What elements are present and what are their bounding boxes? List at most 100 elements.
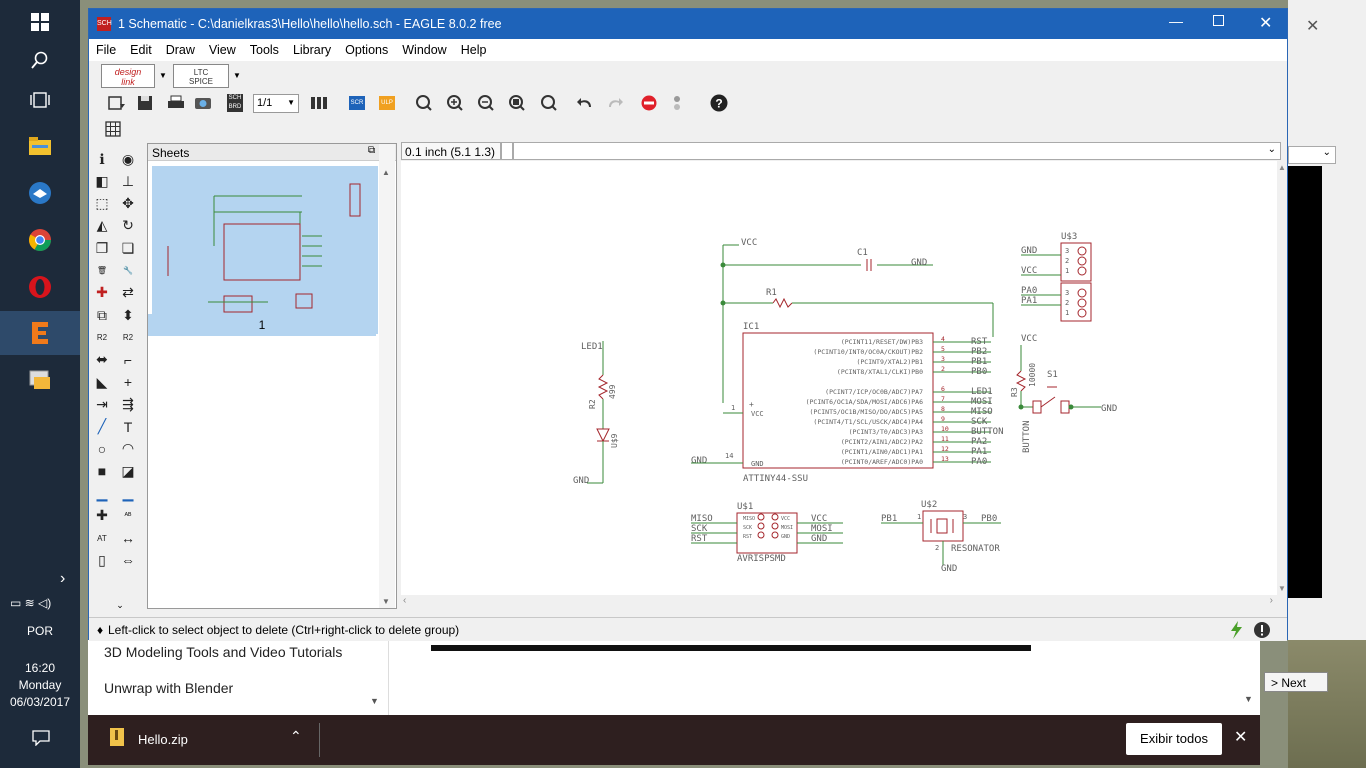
help-icon[interactable]: ? bbox=[707, 91, 731, 115]
junction-icon[interactable]: ✚ bbox=[96, 507, 108, 524]
group-icon[interactable]: ⧉ bbox=[97, 306, 107, 323]
maximize-button[interactable] bbox=[1213, 15, 1224, 26]
chevron-up-icon[interactable]: ⌃ bbox=[290, 728, 302, 744]
change-icon[interactable]: ⬍ bbox=[122, 306, 134, 323]
zoom-select-icon[interactable] bbox=[505, 91, 529, 115]
zoom-fit-icon[interactable] bbox=[412, 91, 436, 115]
bus-icon[interactable]: ▁ bbox=[96, 485, 108, 501]
frame-icon[interactable]: ▯ bbox=[98, 551, 106, 568]
chrome-icon[interactable] bbox=[0, 218, 80, 262]
minimize-button[interactable]: — bbox=[1169, 13, 1183, 29]
canvas-vertical-scrollbar[interactable]: ▲ ▼ bbox=[1278, 163, 1286, 593]
script-icon[interactable]: SCR bbox=[345, 91, 369, 115]
copy-icon[interactable]: ❐ bbox=[95, 239, 109, 256]
delete-icon[interactable]: 🗑 bbox=[96, 266, 108, 275]
cam-processor-icon[interactable] bbox=[191, 91, 215, 115]
background-scrollbar[interactable] bbox=[1322, 166, 1336, 598]
miter-icon[interactable]: ⌐ bbox=[123, 351, 133, 368]
browser-link[interactable]: Unwrap with Blender bbox=[104, 680, 234, 696]
gateswap-icon[interactable]: ⇶ bbox=[122, 395, 134, 412]
erc-icon[interactable]: ⇔ bbox=[121, 552, 135, 569]
redo-icon[interactable] bbox=[603, 91, 627, 115]
opera-icon[interactable] bbox=[0, 265, 80, 309]
pinswap-icon[interactable]: ⇥ bbox=[96, 395, 108, 412]
command-history-button[interactable] bbox=[501, 142, 513, 160]
chevron-down-icon[interactable]: ⌄ bbox=[1288, 146, 1336, 164]
canvas-horizontal-scrollbar[interactable]: ‹ › bbox=[403, 595, 1273, 606]
optimize-icon[interactable]: + bbox=[123, 374, 133, 390]
menu-view[interactable]: View bbox=[208, 43, 236, 57]
scroll-down-icon[interactable]: ▼ bbox=[370, 696, 379, 706]
notifications-icon[interactable] bbox=[32, 730, 50, 749]
eagle-icon[interactable] bbox=[0, 311, 80, 355]
mark-icon[interactable]: ⊥ bbox=[121, 172, 135, 189]
dropdown-arrow-icon[interactable]: ▼ bbox=[159, 71, 167, 80]
text-icon[interactable]: T bbox=[123, 418, 133, 435]
menu-window[interactable]: Window bbox=[402, 43, 447, 57]
move-icon[interactable]: ✥ bbox=[122, 195, 134, 212]
more-tools-icon[interactable]: ⌄ bbox=[116, 599, 124, 610]
close-button[interactable]: ✕ bbox=[1259, 15, 1273, 32]
scroll-down-icon[interactable]: ▼ bbox=[1244, 694, 1253, 704]
circle-icon[interactable]: ○ bbox=[97, 440, 107, 457]
menu-draw[interactable]: Draw bbox=[165, 43, 195, 57]
eye-icon[interactable]: ◉ bbox=[121, 150, 135, 167]
taskbar-clock[interactable]: 16:20 Monday 06/03/2017 bbox=[0, 660, 80, 711]
search-icon[interactable] bbox=[0, 38, 80, 82]
menu-edit[interactable]: Edit bbox=[130, 43, 152, 57]
next-button[interactable]: > Next bbox=[1264, 672, 1328, 692]
split-icon[interactable]: ◣ bbox=[96, 373, 108, 390]
name-icon[interactable]: R2 bbox=[96, 332, 108, 342]
undo-icon[interactable] bbox=[573, 91, 597, 115]
close-icon[interactable]: ✕ bbox=[1234, 729, 1248, 746]
rectangle-icon[interactable]: ■ bbox=[97, 463, 107, 480]
rotate-icon[interactable]: ↻ bbox=[122, 217, 134, 234]
zoom-in-icon[interactable] bbox=[443, 91, 467, 115]
go-icon[interactable] bbox=[665, 91, 689, 115]
dropdown-arrow-icon[interactable]: ▼ bbox=[233, 71, 241, 80]
label-icon[interactable]: ᴬᴮ bbox=[124, 511, 132, 521]
float-panel-icon[interactable]: ⧉ bbox=[368, 145, 376, 156]
command-line-input[interactable]: ⌄ bbox=[513, 142, 1281, 160]
dimension-icon[interactable]: ↔ bbox=[121, 530, 135, 547]
menu-options[interactable]: Options bbox=[345, 43, 389, 57]
polygon-icon[interactable]: ◪ bbox=[121, 462, 135, 479]
system-tray-icons[interactable]: ▭ ≋ ◁) bbox=[10, 596, 52, 610]
select-icon[interactable]: ⬚ bbox=[95, 195, 109, 212]
menu-help[interactable]: Help bbox=[460, 43, 487, 57]
show-all-downloads-button[interactable]: Exibir todos bbox=[1126, 723, 1222, 755]
presentation-icon[interactable] bbox=[0, 358, 80, 402]
close-icon[interactable]: ✕ bbox=[1306, 18, 1320, 35]
info-icon[interactable] bbox=[1253, 621, 1271, 642]
redraw-icon[interactable] bbox=[537, 91, 561, 115]
menu-library[interactable]: Library bbox=[292, 43, 332, 57]
file-explorer-icon[interactable] bbox=[0, 124, 80, 168]
sheet-number[interactable]: 1 bbox=[148, 314, 376, 336]
net-icon[interactable]: ▁ bbox=[122, 485, 134, 501]
generate-board-icon[interactable] bbox=[307, 91, 331, 115]
sheets-scrollbar[interactable]: ▲ ▼ bbox=[379, 144, 395, 608]
stop-icon[interactable] bbox=[637, 91, 661, 115]
gate-icon[interactable]: ⬌ bbox=[96, 351, 108, 368]
zoom-out-icon[interactable] bbox=[474, 91, 498, 115]
add-part-icon[interactable]: ✚ bbox=[96, 284, 108, 301]
wire-icon[interactable]: ╱ bbox=[97, 418, 107, 435]
chevron-right-icon[interactable]: › bbox=[60, 570, 66, 587]
mirror-icon[interactable]: ◭ bbox=[96, 217, 108, 234]
attribute-icon[interactable]: AT bbox=[97, 533, 107, 543]
menu-file[interactable]: File bbox=[96, 43, 117, 57]
sheet-select[interactable]: 1/1▼ bbox=[253, 94, 299, 113]
lightning-icon[interactable] bbox=[1229, 621, 1243, 642]
wrench-icon[interactable]: 🔧 bbox=[123, 266, 133, 275]
menu-tools[interactable]: Tools bbox=[249, 43, 279, 57]
thunderbird-icon[interactable] bbox=[0, 171, 80, 215]
download-filename[interactable]: Hello.zip bbox=[138, 732, 188, 747]
paste-icon[interactable]: ❏ bbox=[121, 239, 135, 256]
layer-icon[interactable]: ◧ bbox=[95, 172, 109, 189]
value-icon[interactable]: R2 bbox=[122, 332, 134, 342]
print-icon[interactable] bbox=[164, 91, 188, 115]
